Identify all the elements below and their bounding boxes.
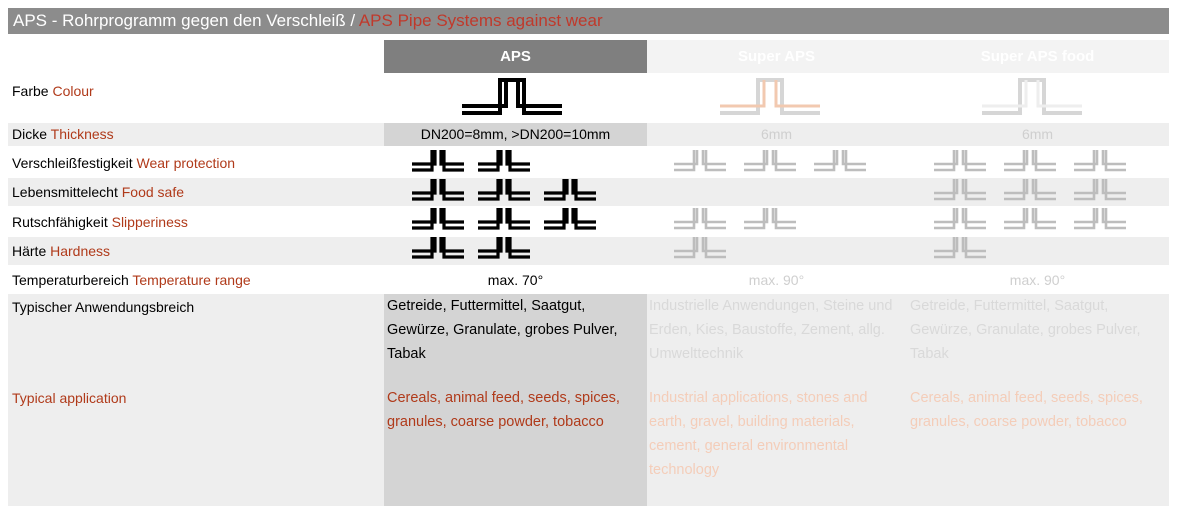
title-english: APS Pipe Systems against wear: [358, 11, 603, 30]
pipe-tee-icon: [674, 237, 726, 259]
pipe-tee-icon: [1004, 179, 1056, 201]
thickness-super-aps-food: 6mm: [1021, 126, 1054, 142]
application-en-super-aps: Industrial applications, stones and eart…: [649, 390, 868, 478]
aps-cell-application-bg: [384, 294, 647, 506]
pipe-cross-section-aps-icon: [462, 78, 562, 115]
row-label-slipperiness: Rutschfähigkeit Slipperiness: [12, 214, 188, 230]
row-label-wear: Verschleißfestigkeit Wear protection: [12, 155, 236, 171]
temperature-super-aps-food: max. 90°: [1009, 272, 1066, 288]
column-header-super-aps: Super APS: [647, 40, 906, 73]
row-background-hardness: [8, 237, 1169, 265]
application-en-aps: Cereals, animal feed, seeds, spices, gra…: [387, 390, 620, 430]
application-en-super-aps-food: Cereals, animal feed, seeds, spices, gra…: [910, 390, 1143, 430]
temperature-aps: max. 70°: [487, 272, 544, 288]
column-header-aps: APS: [384, 40, 647, 73]
pipe-tee-icon: [1004, 150, 1056, 172]
row-label-application-de: Typischer Anwendungsbreich: [12, 299, 195, 315]
page-title: APS - Rohrprogramm gegen den Verschleiß …: [8, 8, 1169, 34]
row-label-food-safe: Lebensmittelecht Food safe: [12, 184, 184, 200]
pipe-tee-icon: [478, 179, 530, 201]
application-de-super-aps-food: Getreide, Futtermittel, Saatgut, Gewürze…: [910, 298, 1141, 362]
pipe-tee-icon: [478, 208, 530, 230]
pipe-tee-icon: [478, 237, 530, 259]
pipe-tee-icon: [478, 150, 530, 172]
pipe-tee-icon: [1074, 179, 1126, 201]
pipe-cross-section-super-aps-icon: [720, 78, 820, 115]
pipe-tee-icon: [1074, 208, 1126, 230]
pipe-tee-icon: [1074, 150, 1126, 172]
pipe-tee-icon: [934, 179, 986, 201]
application-de-super-aps: Industrielle Anwendungen, Steine und Erd…: [649, 298, 893, 362]
pipe-tee-icon: [412, 208, 464, 230]
pipe-tee-icon: [744, 150, 796, 172]
pipe-tee-icon: [412, 237, 464, 259]
application-de-aps: Getreide, Futtermittel, Saatgut, Gewürze…: [387, 298, 618, 362]
thickness-aps: DN200=8mm, >DN200=10mm: [420, 126, 611, 142]
row-label-hardness: Härte Hardness: [12, 243, 111, 259]
pipe-tee-icon: [934, 208, 986, 230]
thickness-super-aps: 6mm: [760, 126, 793, 142]
pipe-tee-icon: [814, 150, 866, 172]
pipe-tee-icon: [544, 208, 596, 230]
column-header-super-aps-food: Super APS food: [906, 40, 1169, 73]
row-label-thickness: Dicke Thickness: [12, 126, 114, 142]
aps-cell-thickness-bg: [384, 123, 647, 146]
pipe-tee-icon: [744, 208, 796, 230]
pipe-cross-section-super-aps-food-icon: [982, 78, 1082, 115]
pipe-tee-icon: [934, 237, 986, 259]
row-label-application-en: Typical application: [12, 390, 127, 406]
pipe-tee-icon: [544, 179, 596, 201]
row-label-temperature: Temperaturbereich Temperature range: [12, 272, 251, 288]
title-german: APS - Rohrprogramm gegen den Verschleiß …: [13, 11, 359, 30]
pipe-tee-icon: [1004, 208, 1056, 230]
row-label-colour: Farbe Colour: [12, 83, 94, 99]
temperature-super-aps: max. 90°: [748, 272, 805, 288]
pipe-tee-icon: [412, 150, 464, 172]
pipe-tee-icon: [674, 208, 726, 230]
pipe-tee-icon: [934, 150, 986, 172]
pipe-tee-icon: [412, 179, 464, 201]
pipe-tee-icon: [674, 150, 726, 172]
